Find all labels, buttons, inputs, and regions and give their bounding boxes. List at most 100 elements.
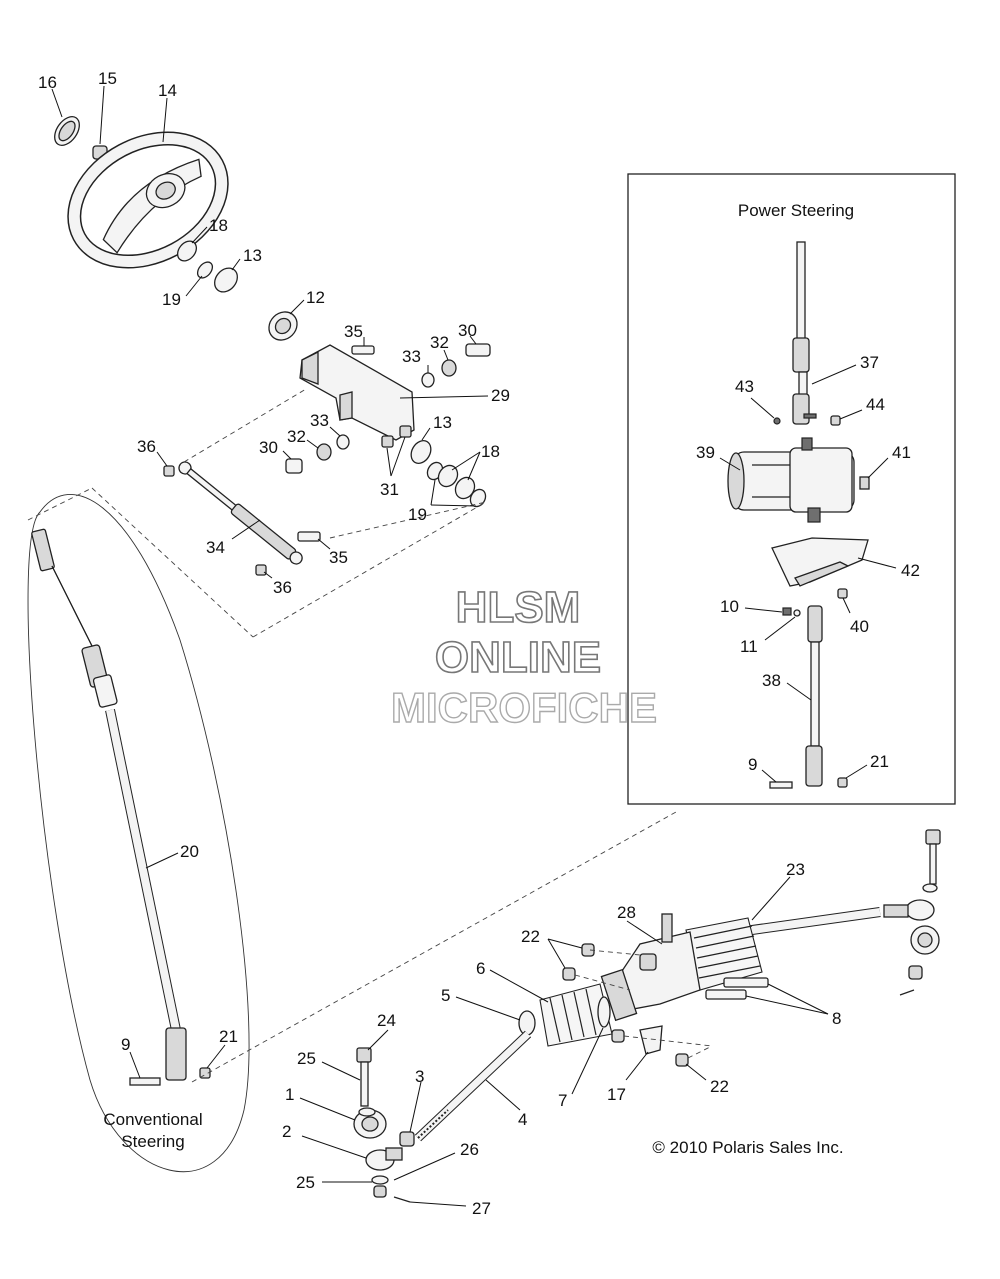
callout-16: 16 [38,73,57,92]
bolt-8b [705,989,747,1000]
inset-frame [627,173,956,805]
power-steering-inset: Power Steering [627,173,956,805]
callout-40: 40 [850,617,869,636]
callout-15: 15 [98,69,117,88]
washer-25b [371,1175,389,1185]
callout-44: 44 [866,395,885,414]
nut-22c [611,1029,625,1043]
callout-9-inset: 9 [748,755,757,774]
conventional-label-line-1: Conventional [103,1110,202,1129]
steering-wheel [67,131,229,269]
clamp-17 [639,1025,663,1055]
callout-12: 12 [306,288,325,307]
copyright-notice: © 2010 Polaris Sales Inc. [652,1138,843,1157]
nut-21b [199,1067,211,1079]
bolt-10a [782,607,792,616]
bolt-24 [356,1047,372,1063]
callout-13-top: 13 [243,246,262,265]
ring-19a [196,261,214,279]
nut-31b [399,425,412,438]
callout-10-inset: 10 [720,597,739,616]
callout-6: 6 [476,959,485,978]
washer-25a [358,1107,376,1117]
nut-44 [830,415,841,426]
callout-21-main: 21 [219,1027,238,1046]
callout-39: 39 [696,443,715,462]
bolt-9a [769,781,793,789]
ring-18a [176,240,198,262]
boot-clamp-5 [518,1010,536,1036]
bolt-43 [773,417,781,425]
steering-shaft-20 [31,528,187,1081]
callout-41: 41 [892,443,911,462]
inset-title: Power Steering [738,201,854,220]
nut-22d [675,1053,689,1067]
column-bracket [299,344,415,441]
callout-11: 11 [740,637,758,656]
callout-4: 4 [518,1110,527,1129]
bolt-right-top [925,829,941,845]
ring-18b1 [437,464,459,488]
watermark-line-3: MICROFICHE [391,684,657,731]
bolt-35b [297,531,321,542]
callout-7: 7 [558,1091,567,1110]
callout-42: 42 [901,561,920,580]
nut-22b [562,967,576,981]
callout-29: 29 [491,386,510,405]
lower-steering-shaft [805,605,823,787]
callout-33-mid: 33 [310,411,329,430]
bolt-30b [285,458,303,474]
callout-25-bottom: 25 [296,1173,315,1192]
callout-30-mid: 30 [259,438,278,457]
nut-right [908,965,923,980]
callout-23: 23 [786,860,805,879]
jam-nut-3 [399,1131,415,1147]
washer-33a [421,372,435,388]
nut-36b [255,564,267,576]
callout-8: 8 [832,1009,841,1028]
nut-40 [837,588,848,599]
tilt-gas-strut [178,461,303,565]
callout-33-top: 33 [402,347,421,366]
conventional-label-line-2: Steering [121,1132,184,1151]
callout-21-inset: 21 [870,752,889,771]
callout-22-bottom: 22 [710,1077,729,1096]
watermark-line-2: ONLINE [435,633,601,682]
nut-36a [163,465,175,477]
callout-31: 31 [380,480,399,499]
tie-rod-end-right [905,899,935,921]
cotter-pin-27 [393,1196,411,1203]
bushing-32a [441,359,457,377]
washer-33b [336,434,350,450]
callout-18-top: 18 [209,216,228,235]
conventional-outline [27,494,250,1173]
callout-35-top: 35 [344,322,363,341]
callout-43: 43 [735,377,754,396]
callout-30-top: 30 [458,321,477,340]
steering-rack-group: 23 28 22 6 5 8 24 25 1 3 4 7 17 22 2 26 … [282,829,941,1218]
ring-13b [410,440,432,464]
nut-31a [381,435,394,448]
washer-11 [793,609,801,617]
nut-26 [373,1185,387,1198]
callout-32-top: 32 [430,333,449,352]
callout-35-bottom: 35 [329,548,348,567]
callout-19-top: 19 [162,290,181,309]
steering-wheel-group: 16 15 14 18 13 19 12 [38,69,325,341]
callout-3: 3 [415,1067,424,1086]
callout-24: 24 [377,1011,396,1030]
callout-25-top: 25 [297,1049,316,1068]
bushing-32b [316,443,332,461]
callout-17: 17 [607,1085,626,1104]
callout-22-top: 22 [521,927,540,946]
ring-13a [214,267,238,293]
callout-20: 20 [180,842,199,861]
watermark: HLSM ONLINE MICROFICHE [390,582,657,732]
rack-boot-6 [539,983,613,1047]
callout-37: 37 [860,353,879,372]
boot-clamp-7 [597,996,611,1028]
callout-27: 27 [472,1199,491,1218]
rack-boot-23 [685,917,763,991]
conventional-steering-group: 20 9 21 Conventional Steering [27,487,677,1173]
nut-21a [837,777,848,788]
